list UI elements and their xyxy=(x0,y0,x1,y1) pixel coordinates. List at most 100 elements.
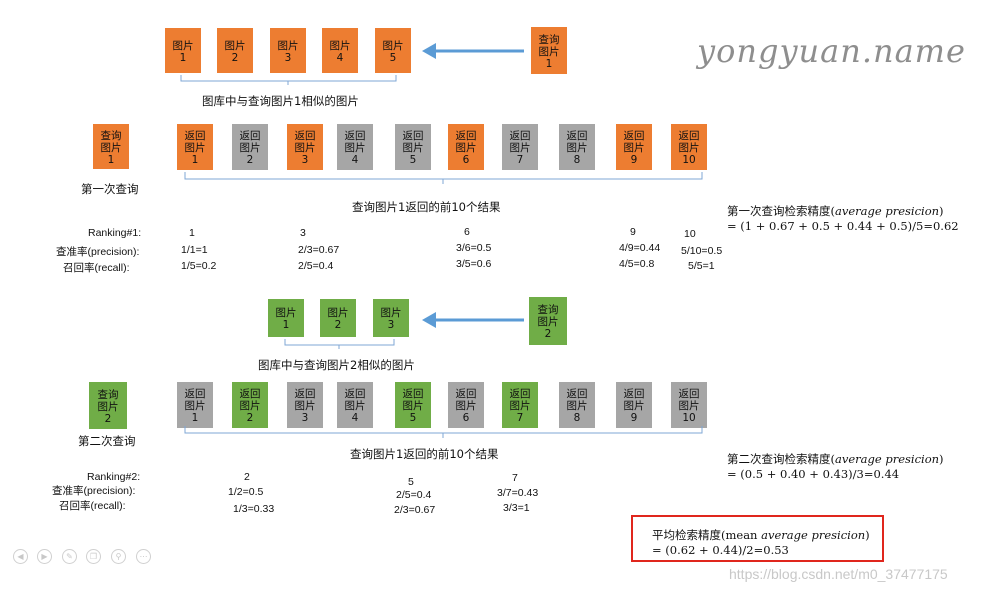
returned1-brace xyxy=(184,172,703,184)
returned-image-label1: 返回 xyxy=(344,130,366,142)
recall1-value-3: 3/5=0.6 xyxy=(456,258,492,270)
recall1-value-2: 2/5=0.4 xyxy=(298,260,334,272)
returned-image-label1: 返回 xyxy=(566,388,588,400)
zoom-icon[interactable]: ⚲ xyxy=(111,549,126,564)
ap1-formula: = (1 + 0.67 + 0.5 + 0.44 + 0.5)/5=0.62 xyxy=(727,219,959,233)
rank1-value-1: 1 xyxy=(189,227,195,239)
returned-image-label2: 图片 xyxy=(344,142,366,154)
recall2-value-2: 2/3=0.67 xyxy=(394,504,436,516)
gallery1-caption: 图库中与查询图片1相似的图片 xyxy=(202,94,359,108)
returned-image-label1: 返回 xyxy=(294,388,316,400)
returned-image-label2: 图片 xyxy=(239,400,261,412)
precision1-value-1: 1/1=1 xyxy=(181,244,208,256)
returned-image-num: 10 xyxy=(682,412,696,424)
precision2-value-2: 2/5=0.4 xyxy=(396,489,432,501)
map-title: 平均检索精度(mean average presicion) xyxy=(652,528,870,542)
returned-image-label1: 返回 xyxy=(566,130,588,142)
recall2-label: 召回率(recall): xyxy=(59,500,126,512)
rank1-value-4: 9 xyxy=(630,226,636,238)
ranking1-label: Ranking#1: xyxy=(88,227,142,239)
recall1-value-5: 5/5=1 xyxy=(688,260,715,272)
precision1-label: 查准率(precision): xyxy=(56,246,140,258)
returned-image-num: 7 xyxy=(516,412,524,424)
returned-image-label2: 图片 xyxy=(294,142,316,154)
returned-image-label1: 返回 xyxy=(184,388,206,400)
returned-image-label1: 返回 xyxy=(344,388,366,400)
returned1-caption: 查询图片1返回的前10个结果 xyxy=(352,200,501,214)
returned-image-num: 8 xyxy=(573,412,581,424)
gallery2-brace xyxy=(284,339,395,349)
precision1-value-3: 3/6=0.5 xyxy=(456,242,492,254)
rank1-value-5: 10 xyxy=(684,228,696,240)
csdn-watermark: https://blog.csdn.net/m0_37477175 xyxy=(729,566,948,582)
returned-image-label1: 返回 xyxy=(509,130,531,142)
returned-image-num: 3 xyxy=(301,412,309,424)
returned-image-num: 4 xyxy=(351,412,359,424)
map-highlight-box xyxy=(631,515,884,562)
returned-image-label1: 返回 xyxy=(184,130,206,142)
more-icon[interactable]: ⋯ xyxy=(136,549,151,564)
returned-image-label2: 图片 xyxy=(623,400,645,412)
returned-image-num: 10 xyxy=(682,154,696,166)
returned-image-label1: 返回 xyxy=(509,388,531,400)
returned-image-num: 5 xyxy=(409,412,417,424)
recall2-value-3: 3/3=1 xyxy=(503,502,530,514)
ap2-formula: = (0.5 + 0.40 + 0.43)/3=0.44 xyxy=(727,467,900,481)
rank1-value-2: 3 xyxy=(300,227,306,239)
returned-image-num: 9 xyxy=(630,412,638,424)
rank2-value-1: 2 xyxy=(244,471,250,483)
returned-image-num: 2 xyxy=(246,154,254,166)
precision1-value-5: 5/10=0.5 xyxy=(681,245,723,257)
returned2-caption: 查询图片1返回的前10个结果 xyxy=(350,447,499,461)
rank1-value-3: 6 xyxy=(464,226,470,238)
precision1-value-4: 4/9=0.44 xyxy=(619,242,661,254)
returned-image-label2: 图片 xyxy=(455,142,477,154)
returned-image-label1: 返回 xyxy=(678,388,700,400)
returned-image-label1: 返回 xyxy=(455,130,477,142)
recall2-value-1: 1/3=0.33 xyxy=(233,503,275,515)
back-icon[interactable]: ◀ xyxy=(13,549,28,564)
returned-image-label2: 图片 xyxy=(294,400,316,412)
precision2-value-1: 1/2=0.5 xyxy=(228,486,264,498)
play-icon[interactable]: ▶ xyxy=(37,549,52,564)
returned-image-label1: 返回 xyxy=(239,388,261,400)
round2-caption: 第二次查询 xyxy=(78,434,136,448)
precision2-value-3: 3/7=0.43 xyxy=(497,487,539,499)
returned-image-num: 6 xyxy=(462,412,470,424)
returned-image-label2: 图片 xyxy=(566,400,588,412)
gallery2-caption: 图库中与查询图片2相似的图片 xyxy=(258,358,415,372)
returned-image-num: 6 xyxy=(462,154,470,166)
returned-image-num: 2 xyxy=(246,412,254,424)
returned-image-label2: 图片 xyxy=(239,142,261,154)
returned-image-label1: 返回 xyxy=(402,130,424,142)
returned-image-label2: 图片 xyxy=(566,142,588,154)
pen-icon[interactable]: ✎ xyxy=(62,549,77,564)
returned-image-label2: 图片 xyxy=(184,400,206,412)
map-formula: = (0.62 + 0.44)/2=0.53 xyxy=(652,543,789,557)
copy-icon[interactable]: ❐ xyxy=(86,549,101,564)
